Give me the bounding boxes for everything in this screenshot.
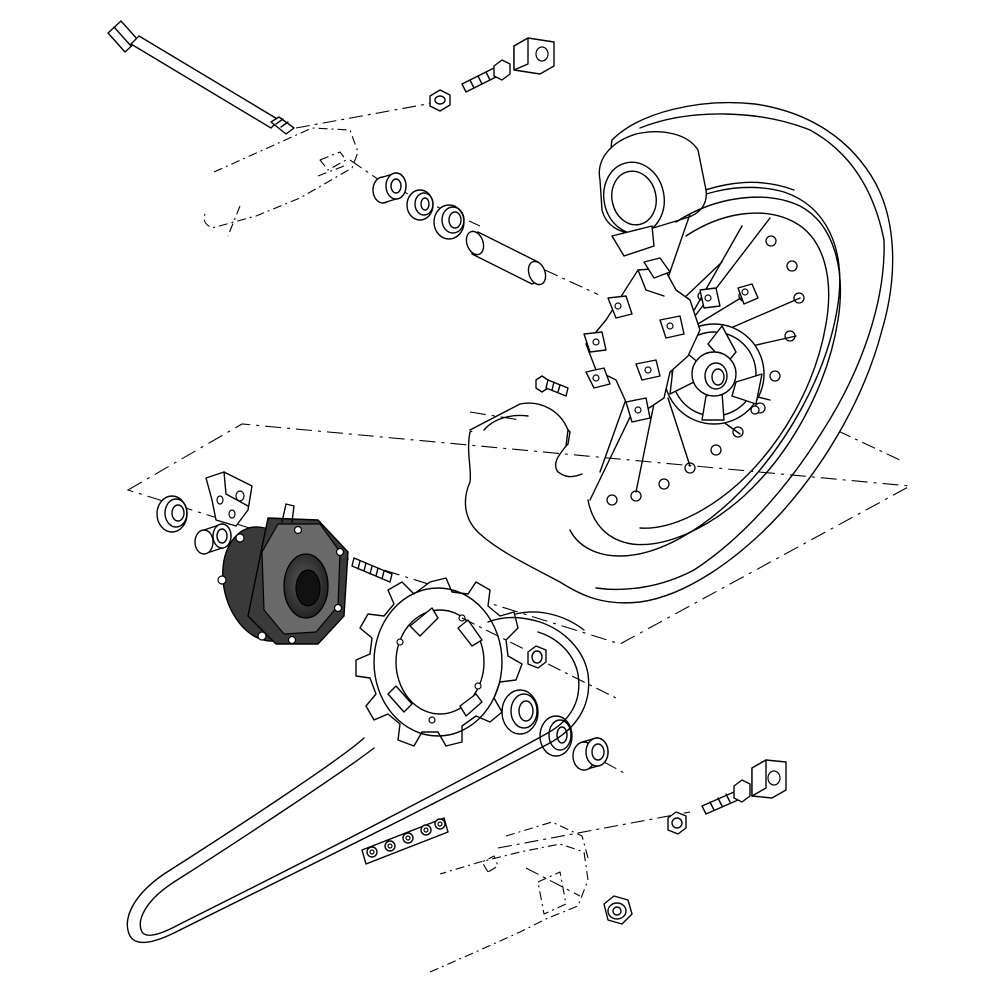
tire-cutaway-upper — [598, 131, 707, 257]
bearing-right — [501, 689, 539, 735]
rear-axle-bolt — [107, 20, 295, 135]
rear-hub-clutch — [217, 503, 349, 645]
chain-joint — [361, 817, 449, 865]
adjuster-bolt-right — [701, 779, 751, 815]
rear-sprocket — [355, 577, 523, 747]
oil-seal-left — [406, 189, 434, 221]
axle-centerline-right — [461, 617, 691, 897]
hub-damper-bracket — [205, 471, 253, 527]
adjuster-nut-right — [667, 811, 687, 835]
collar-right — [572, 737, 609, 771]
sprocket-flange-bearing — [156, 495, 188, 533]
drive-chain — [126, 611, 590, 943]
axle-nut — [603, 895, 633, 925]
chain-adjuster-block-left — [513, 37, 555, 75]
oil-seal-right — [539, 715, 573, 757]
adjuster-bolt-left — [461, 59, 511, 93]
swingarm-outline-left — [203, 127, 359, 237]
stud-bolt — [351, 557, 393, 583]
bearing-left — [433, 204, 465, 240]
wheel-hub — [583, 257, 759, 423]
disc-bolt — [535, 375, 569, 397]
adjuster-nut-left — [429, 89, 451, 112]
collar-left — [372, 172, 407, 204]
sprocket-nut — [527, 645, 547, 669]
chain-adjuster-block-right — [751, 759, 787, 799]
swingarm-outline-right — [429, 821, 589, 973]
flange-collar — [194, 523, 232, 555]
wheel-spacer — [465, 230, 547, 286]
spoke-rim — [587, 196, 842, 546]
